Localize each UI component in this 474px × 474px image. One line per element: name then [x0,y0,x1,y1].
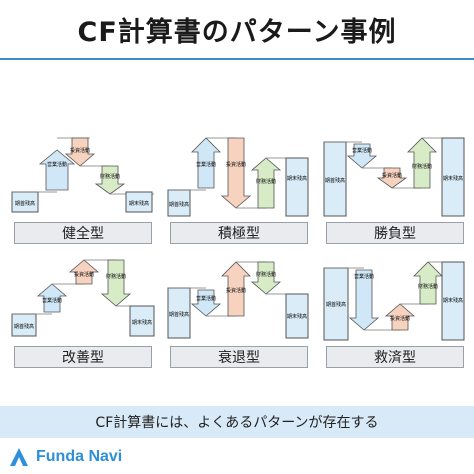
financing-label: 財務活動 [418,283,438,290]
end-balance-label: 期末残高 [132,319,152,326]
end-balance-bar [285,293,309,339]
financing-down-arrow [100,259,132,307]
pattern-name-gamble: 勝負型 [326,222,464,244]
operating-down-arrow [190,289,222,317]
end-balance-bar [285,157,309,217]
pattern-name-healthy: 健全型 [14,222,152,244]
investing-label: 投資活動 [390,315,410,322]
investing-label: 投資活動 [226,287,246,294]
operating-label: 営業活動 [352,147,372,154]
summary-band: CF計算書には、よくあるパターンが存在する [0,406,474,438]
end-balance-bar [129,305,155,337]
financing-label: 財務活動 [412,163,432,170]
pattern-name-rescue: 救済型 [326,346,464,368]
title-divider [0,58,474,60]
financing-down-arrow [250,261,282,295]
investing-label: 投資活動 [70,147,90,154]
financing-down-arrow [94,165,126,195]
financing-up-arrow [413,261,443,305]
begin-balance-label: 期首残高 [169,201,189,208]
investing-up-arrow [221,261,251,317]
end-balance-label: 期末残高 [443,175,463,182]
operating-up-arrow [191,137,221,189]
end-balance-bar [125,191,153,213]
financing-up-arrow [250,157,282,209]
operating-label: 営業活動 [196,161,216,168]
pattern-name-aggressive: 積極型 [170,222,308,244]
begin-balance-label: 期首残高 [14,323,34,330]
operating-up-arrow [36,283,68,313]
investing-down-arrow [64,137,96,167]
pattern-name-declining: 衰退型 [170,346,308,368]
pattern-name-improving: 改善型 [14,346,152,368]
operating-up-arrow [38,149,76,191]
operating-down-arrow [346,143,378,169]
begin-balance-label: 期首残高 [325,177,345,184]
operating-label: 営業活動 [196,295,216,302]
financing-label: 財務活動 [256,271,276,278]
begin-balance-label: 期首残高 [169,311,189,318]
pattern-panel-gamble: 期首残高 営業活動 投資活動 財務活動 期末残高 [322,128,468,246]
begin-balance-bar [323,267,349,341]
operating-label: 営業活動 [47,161,67,168]
pattern-diagram-aggressive: 期首残高 営業活動 投資活動 財務活動 期末残高 [167,137,309,217]
funda-navi-logo-icon [10,448,28,466]
pattern-diagram-rescue: 期首残高 営業活動 投資活動 財務活動 期末残高 [323,261,465,341]
logo-text: Funda Navi [36,448,123,465]
investing-down-arrow [376,167,408,189]
operating-label: 営業活動 [42,297,62,304]
investing-label: 投資活動 [382,172,402,179]
brand-logo: Funda Navi [8,446,122,468]
begin-balance-label: 期首残高 [326,301,346,308]
investing-up-arrow [68,259,100,285]
investing-down-arrow [220,137,252,209]
operating-label: 営業活動 [354,273,374,280]
pattern-panel-healthy: 期首残高 営業活動 投資活動 財務活動 期末残高 [10,128,156,246]
pattern-panel-aggressive: 期首残高 営業活動 投資活動 財務活動 期末残高 [166,128,312,246]
financing-label: 財務活動 [106,273,126,280]
pattern-panel-rescue: 期首残高 営業活動 投資活動 財務活動 期末残高 [322,254,468,372]
pattern-diagram-gamble: 期首残高 営業活動 投資活動 財務活動 期末残高 [323,137,465,217]
investing-label: 投資活動 [74,271,94,278]
end-balance-label: 期末残高 [287,175,307,182]
footer [0,438,474,474]
pattern-diagram-improving: 期首残高 営業活動 投資活動 財務活動 期末残高 [11,259,155,337]
pattern-diagram-healthy: 期首残高 営業活動 投資活動 財務活動 期末残高 [11,137,154,213]
investing-label: 投資活動 [226,161,246,168]
financing-label: 財務活動 [256,178,276,185]
end-balance-label: 期末残高 [443,297,463,304]
end-balance-label: 期末残高 [129,200,149,207]
investing-up-arrow [384,303,416,331]
pattern-diagram-declining: 期首残高 営業活動 投資活動 財務活動 期末残高 [167,261,309,339]
end-balance-bar [441,137,465,217]
begin-balance-label: 期首残高 [15,200,35,207]
end-balance-bar [441,261,465,341]
pattern-panel-improving: 期首残高 営業活動 投資活動 財務活動 期末残高 [10,254,156,372]
financing-up-arrow [407,137,437,189]
page-title: CF計算書のパターン事例 [77,16,397,48]
financing-label: 財務活動 [100,173,120,180]
pattern-panel-declining: 期首残高 営業活動 投資活動 財務活動 期末残高 [166,254,312,372]
operating-down-arrow [348,269,380,331]
end-balance-label: 期末残高 [287,313,307,320]
